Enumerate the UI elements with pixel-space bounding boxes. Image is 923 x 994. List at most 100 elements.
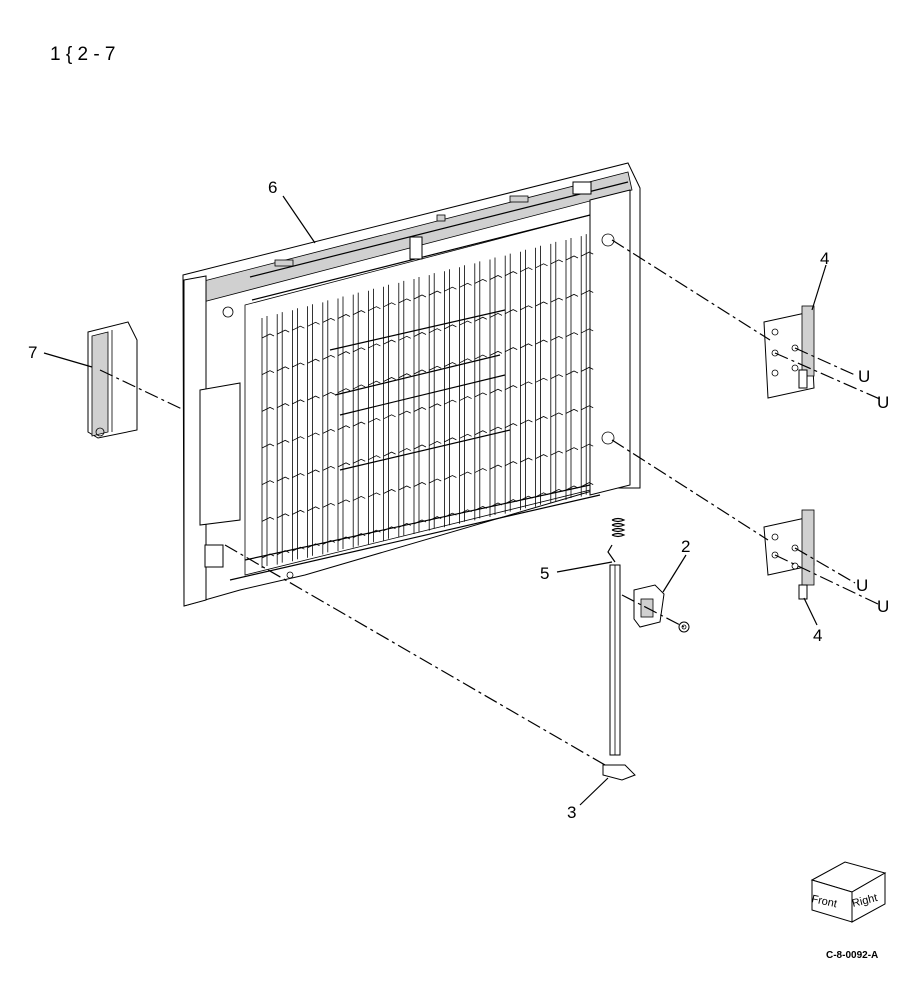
rib-step (444, 475, 457, 480)
rib-step (429, 403, 442, 409)
rib-step (459, 282, 472, 288)
rib-step (337, 388, 351, 394)
rib-step (322, 465, 335, 471)
bracket-part (633, 584, 690, 633)
rib-step (565, 332, 579, 338)
rib-step (581, 328, 594, 334)
rib-step (444, 437, 457, 443)
rib-step (474, 505, 487, 511)
rib-step (307, 432, 320, 438)
rib-step (474, 316, 487, 322)
rib-step (505, 499, 518, 504)
rib-step (565, 485, 579, 491)
rib-step (413, 444, 427, 450)
rib-step (353, 384, 366, 390)
rib-step (535, 263, 548, 269)
rib-step (337, 462, 351, 468)
rib-step (261, 370, 275, 376)
rib-step (535, 416, 548, 421)
rib-step (489, 275, 503, 280)
rib-step (413, 407, 427, 412)
rib-step (444, 399, 457, 405)
rib-step (353, 533, 366, 538)
rib-step (292, 362, 305, 368)
rib-step (489, 502, 503, 508)
rib-step (353, 347, 366, 353)
lower-hinge-part (763, 509, 815, 600)
rib-step (337, 536, 351, 542)
rib-step (489, 426, 503, 432)
rib-step (383, 339, 396, 345)
rib-step (353, 458, 366, 464)
rib-step (261, 333, 275, 339)
rib-step (444, 286, 457, 292)
rib-step (322, 391, 335, 397)
rib-step (474, 430, 487, 436)
rib-step (550, 335, 563, 341)
rib-step (292, 546, 305, 552)
rib-step (277, 439, 290, 445)
rib-step (505, 271, 518, 276)
door-frame-assembly (182, 162, 641, 607)
rib-step (565, 370, 579, 376)
rib-step (429, 516, 442, 521)
assembly-lines (99, 239, 883, 766)
rib-step (383, 302, 396, 308)
rib-step (292, 399, 305, 405)
callout-6: 6 (268, 178, 277, 197)
rib-step (307, 469, 320, 475)
rib-step (565, 293, 579, 299)
rib-step (337, 425, 351, 431)
callout-7: 7 (28, 343, 37, 362)
rib-step (383, 451, 396, 457)
callout-4-upper: 4 (820, 249, 829, 268)
rib-step (353, 421, 366, 427)
rib-step (429, 290, 442, 296)
rib-step (520, 267, 533, 273)
rib-step (429, 478, 442, 484)
rib-step (322, 317, 335, 323)
rib-step (489, 350, 503, 356)
rib-step (550, 374, 563, 380)
rib-step (413, 332, 427, 337)
rib-step (489, 464, 503, 470)
rib-step (489, 388, 503, 394)
rib-step (307, 321, 320, 327)
rib-step (398, 448, 411, 453)
rib-step (535, 454, 548, 459)
rib-step (261, 443, 275, 449)
frame-ribs (261, 234, 587, 568)
rib-step (550, 259, 563, 265)
callout-3: 3 (567, 803, 576, 822)
rib-step (353, 495, 366, 501)
figure-code: C-8-0092-A (826, 950, 879, 961)
rib-step (261, 406, 275, 412)
rib-step (322, 354, 335, 360)
rib-step (398, 485, 411, 491)
rib-step (307, 395, 320, 401)
rib-step (505, 461, 518, 466)
rib-step (368, 492, 381, 498)
rib-step (474, 278, 487, 284)
rib-step (581, 482, 594, 487)
rib-step (459, 320, 472, 326)
rib-step (535, 339, 548, 345)
rib-step (565, 408, 579, 414)
rib-step (520, 419, 533, 425)
rib-step (322, 502, 335, 508)
rib-step (277, 366, 290, 372)
rib-step (459, 471, 472, 477)
rib-step (368, 380, 381, 386)
rib-step (489, 312, 503, 318)
rib-step (261, 516, 275, 522)
rib-step (581, 405, 594, 411)
rib-step (261, 480, 275, 486)
upper-hinge-part (763, 305, 815, 399)
rib-step (368, 529, 381, 535)
cube-front-label: Front (810, 893, 838, 910)
rib-step (277, 403, 290, 408)
rib-step (429, 328, 442, 334)
rib-step (277, 550, 290, 555)
rib-step (535, 377, 548, 383)
